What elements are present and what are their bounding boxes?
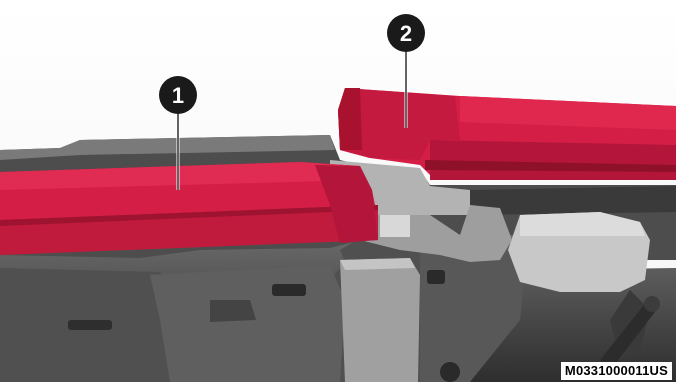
figure-code: M0331000011US bbox=[561, 362, 672, 380]
callout-1-number: 1 bbox=[172, 83, 184, 108]
red-component-1 bbox=[0, 162, 378, 255]
center-block bbox=[340, 258, 420, 382]
callout-2-number: 2 bbox=[400, 21, 412, 46]
